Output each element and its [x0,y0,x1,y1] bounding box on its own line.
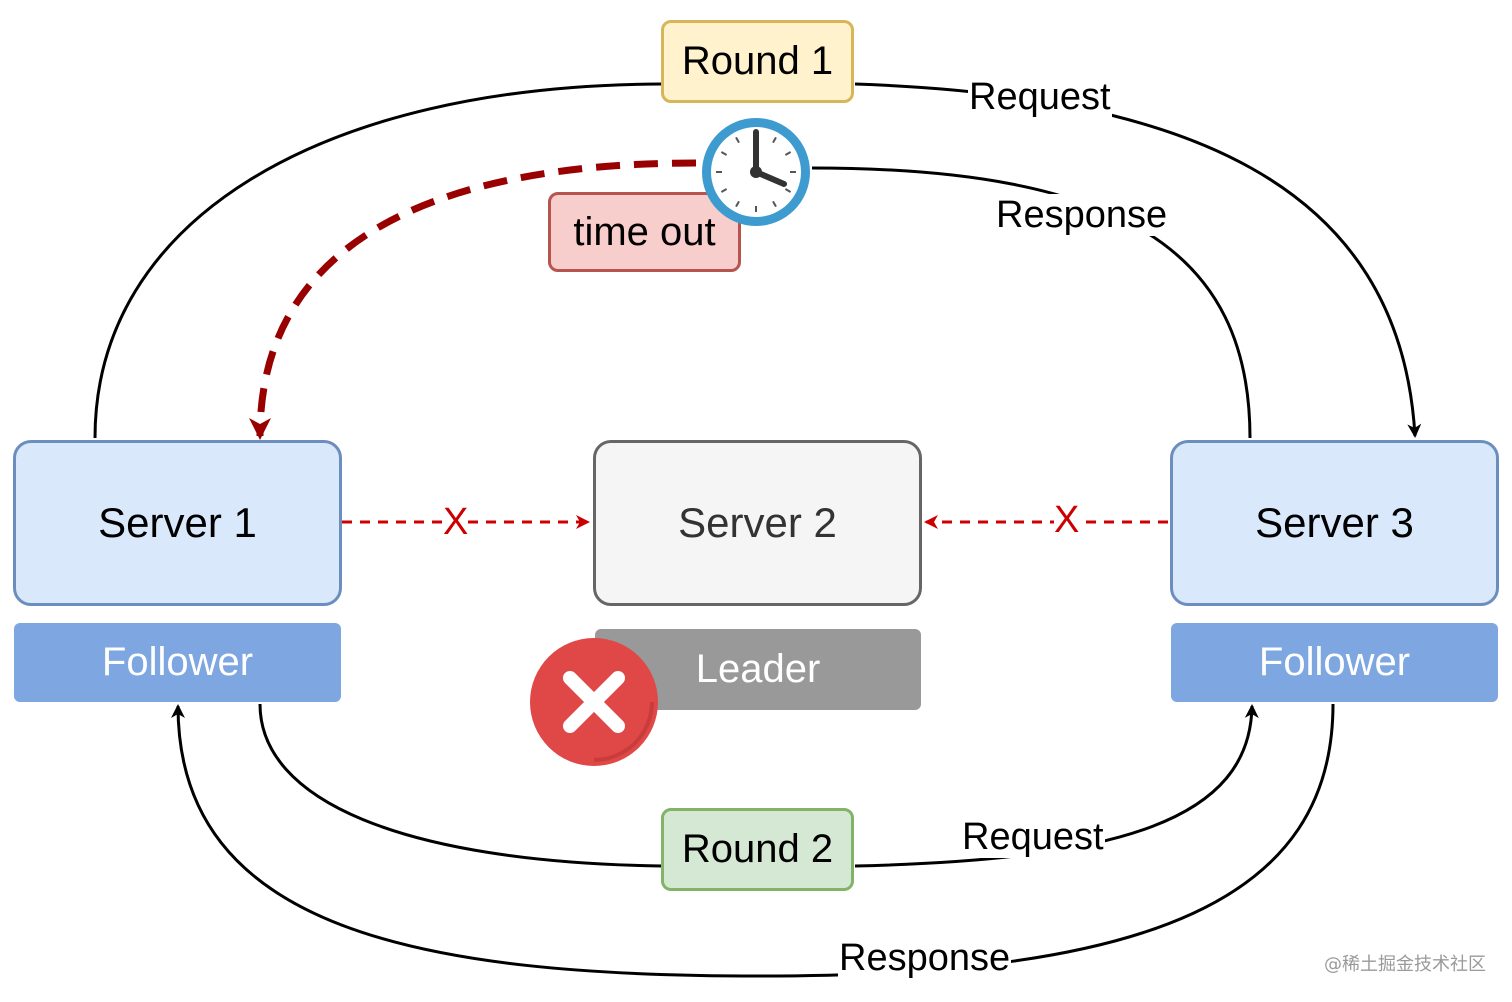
server1-role-badge: Follower [14,623,341,702]
round1-request-label: Request [968,76,1112,118]
server3-node: Server 3 [1170,440,1499,606]
round1-request-line-left [93,82,663,439]
round2-response-line [171,703,1335,978]
round1-request-line-right [854,82,1422,438]
blocked-marker-left: X [443,501,469,543]
round1-label: Round 1 [661,20,854,103]
server3-role-badge: Follower [1171,623,1498,702]
round2-request-label: Request [961,816,1105,858]
round2-request-line-right [854,704,1259,868]
watermark: @稀土掘金技术社区 [1324,954,1486,975]
server1-node: Server 1 [13,440,342,606]
server2-node: Server 2 [593,440,922,606]
round1-response-label: Response [995,194,1169,236]
round2-request-line-left [258,703,663,868]
timeout-arrow [249,159,697,440]
round2-label: Round 2 [661,808,854,891]
blocked-marker-right: X [1054,499,1080,541]
timeout-label: time out [548,192,741,272]
round2-response-label: Response [838,937,1012,979]
close-circle-icon [530,638,658,766]
clock-icon [702,118,810,226]
